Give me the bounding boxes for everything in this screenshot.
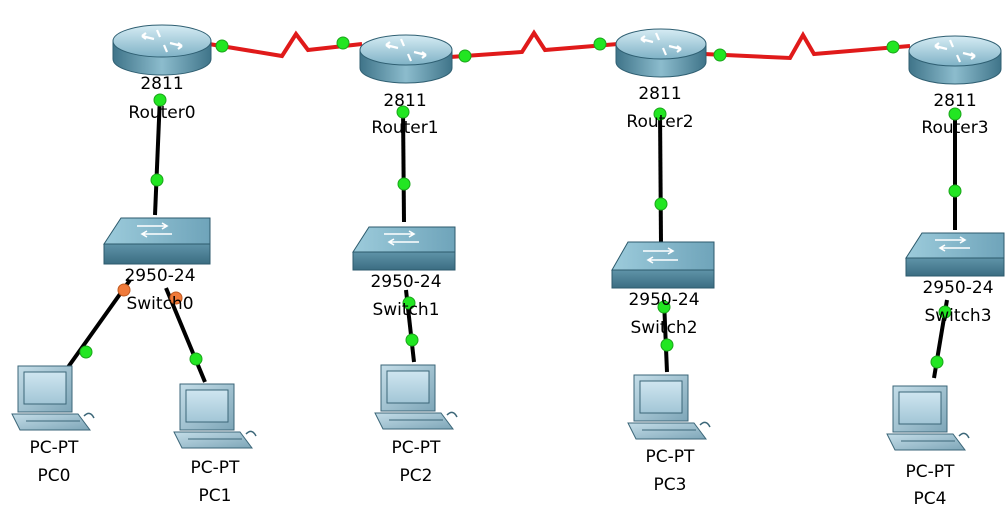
link-status-indicators — [79, 36, 962, 369]
link-up-dot — [660, 338, 674, 352]
pc0-name-label[interactable]: PC0 — [37, 466, 71, 486]
link-router0-switch0[interactable] — [153, 95, 162, 216]
switch3-name-label[interactable]: Switch3 — [924, 306, 992, 326]
pc4-name-label[interactable]: PC4 — [913, 489, 947, 509]
router2-name-label[interactable]: Router2 — [626, 112, 694, 132]
switch1-model-label: 2950-24 — [370, 272, 442, 292]
link-up-dot — [458, 49, 472, 63]
router-icon[interactable] — [908, 35, 1002, 85]
pc-icon[interactable] — [886, 385, 970, 451]
link-router2-switch2[interactable] — [658, 109, 663, 244]
link-blocking-dot — [117, 283, 131, 297]
link-up-dot — [405, 333, 419, 347]
router1-model-label: 2811 — [383, 91, 427, 111]
router0-name-label[interactable]: Router0 — [128, 103, 196, 123]
link-router1-switch1[interactable] — [401, 107, 406, 223]
router-icon[interactable] — [112, 24, 212, 76]
pc-icon[interactable] — [173, 383, 257, 449]
link-switch0-pc0[interactable] — [64, 278, 132, 372]
link-up-dot — [948, 184, 962, 198]
link-up-dot — [396, 105, 410, 119]
link-up-dot — [653, 107, 667, 121]
switch0-model-label: 2950-24 — [124, 266, 196, 286]
switch2-model-label: 2950-24 — [628, 290, 700, 310]
serial-link-router1-router2[interactable] — [449, 29, 619, 59]
link-up-dot — [654, 197, 668, 211]
pc0-model-label: PC-PT — [29, 438, 79, 458]
switch-icon[interactable] — [905, 232, 1005, 277]
switch-icon[interactable] — [352, 226, 456, 271]
link-up-dot — [153, 93, 167, 107]
link-up-dot — [402, 296, 416, 310]
switch1-name-label[interactable]: Switch1 — [372, 300, 440, 320]
router2-model-label: 2811 — [638, 84, 682, 104]
router3-model-label: 2811 — [933, 91, 977, 111]
switch0-name-label[interactable]: Switch0 — [126, 294, 194, 314]
link-up-dot — [397, 177, 411, 191]
link-blocking-dot — [169, 291, 183, 305]
pc2-name-label[interactable]: PC2 — [399, 466, 433, 486]
link-up-dot — [948, 107, 962, 121]
link-up-dot — [79, 345, 93, 359]
pc1-model-label: PC-PT — [190, 458, 240, 478]
link-up-dot — [336, 36, 350, 50]
link-up-dot — [938, 305, 952, 319]
pc1-name-label[interactable]: PC1 — [198, 486, 232, 506]
link-up-dot — [713, 48, 727, 62]
router1-name-label[interactable]: Router1 — [371, 118, 439, 138]
link-switch0-pc1[interactable] — [164, 287, 207, 383]
link-up-dot — [150, 173, 164, 187]
pc3-model-label: PC-PT — [645, 447, 695, 467]
pc-icon[interactable] — [11, 365, 95, 431]
switch-icon[interactable] — [611, 241, 715, 289]
pc2-model-label: PC-PT — [391, 438, 441, 458]
switch3-model-label: 2950-24 — [922, 278, 994, 298]
router0-model-label: 2811 — [140, 74, 184, 94]
link-up-dot — [657, 300, 671, 314]
pc-icon[interactable] — [627, 374, 711, 440]
router3-name-label[interactable]: Router3 — [921, 118, 989, 138]
router-icon[interactable] — [615, 28, 707, 78]
serial-link-router2-router3[interactable] — [703, 30, 911, 61]
link-up-dot — [930, 355, 944, 369]
link-up-dot — [189, 352, 203, 366]
switch2-name-label[interactable]: Switch2 — [630, 318, 698, 338]
link-up-dot — [886, 40, 900, 54]
pc4-model-label: PC-PT — [905, 462, 955, 482]
router-icon[interactable] — [359, 34, 453, 84]
serial-link-router0-router1[interactable] — [208, 30, 363, 59]
switch-icon[interactable] — [103, 217, 211, 265]
pc3-name-label[interactable]: PC3 — [653, 475, 687, 495]
link-up-dot — [593, 37, 607, 51]
serial-links — [208, 29, 911, 61]
pc-icon[interactable] — [374, 364, 458, 430]
link-up-dot — [215, 39, 229, 53]
